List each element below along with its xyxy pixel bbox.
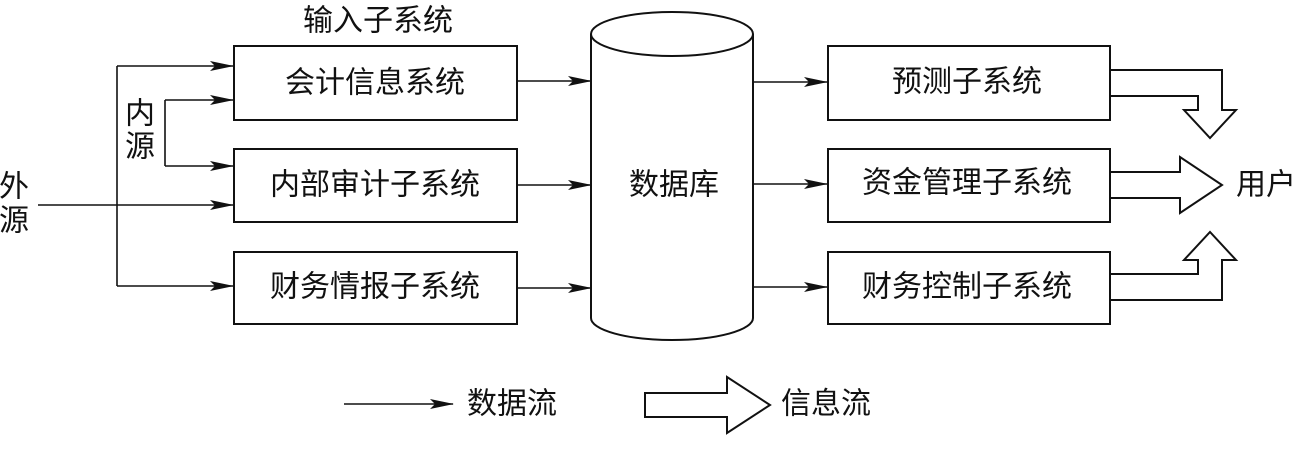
- output-system-fund-management-label: 资金管理子系统: [862, 166, 1072, 201]
- input-system-internal-audit: 内部审计子系统: [233, 148, 518, 223]
- input-system-accounting-label: 会计信息系统: [285, 66, 465, 101]
- info-flow-arrows: [1109, 69, 1239, 301]
- input-system-internal-audit-label: 内部审计子系统: [270, 168, 480, 203]
- output-system-forecasting-label: 预测子系统: [892, 65, 1042, 100]
- legend-info-flow-arrow: [644, 375, 772, 435]
- input-group-title: 输入子系统: [303, 4, 453, 39]
- internal-source: 内 源: [125, 97, 155, 165]
- external-source-label-2: 源: [0, 204, 29, 239]
- info-flow-arrow-financial-control: [1109, 230, 1239, 301]
- internal-source-label-2: 源: [125, 130, 155, 165]
- output-system-forecasting: 预测子系统: [827, 45, 1111, 121]
- output-system-fund-management: 资金管理子系统: [827, 148, 1111, 223]
- internal-source-label-1: 内: [125, 97, 155, 132]
- internal-source-connectors: [164, 95, 234, 171]
- input-system-financial-intelligence: 财务情报子系统: [233, 251, 518, 325]
- database-cylinder: 数据库: [590, 11, 754, 341]
- input-system-financial-intelligence-label: 财务情报子系统: [270, 270, 480, 305]
- external-source-connectors: [38, 61, 234, 291]
- database-label: 数据库: [629, 168, 719, 203]
- legend: 数据流 信息流: [344, 375, 871, 435]
- database-to-output-arrows: [753, 77, 828, 292]
- info-flow-arrow-forecasting: [1109, 69, 1239, 140]
- info-flow-arrow-fund-management: [1109, 155, 1224, 215]
- external-source-label-1: 外: [0, 170, 29, 205]
- legend-data-flow-label: 数据流: [467, 387, 557, 422]
- input-to-database-arrows: [517, 76, 592, 293]
- input-system-accounting: 会计信息系统: [233, 45, 518, 121]
- user-label: 用户: [1236, 168, 1295, 203]
- output-system-financial-control: 财务控制子系统: [827, 251, 1111, 325]
- output-system-financial-control-label: 财务控制子系统: [862, 270, 1072, 305]
- external-source: 外 源: [0, 170, 29, 239]
- legend-info-flow-label: 信息流: [781, 387, 871, 422]
